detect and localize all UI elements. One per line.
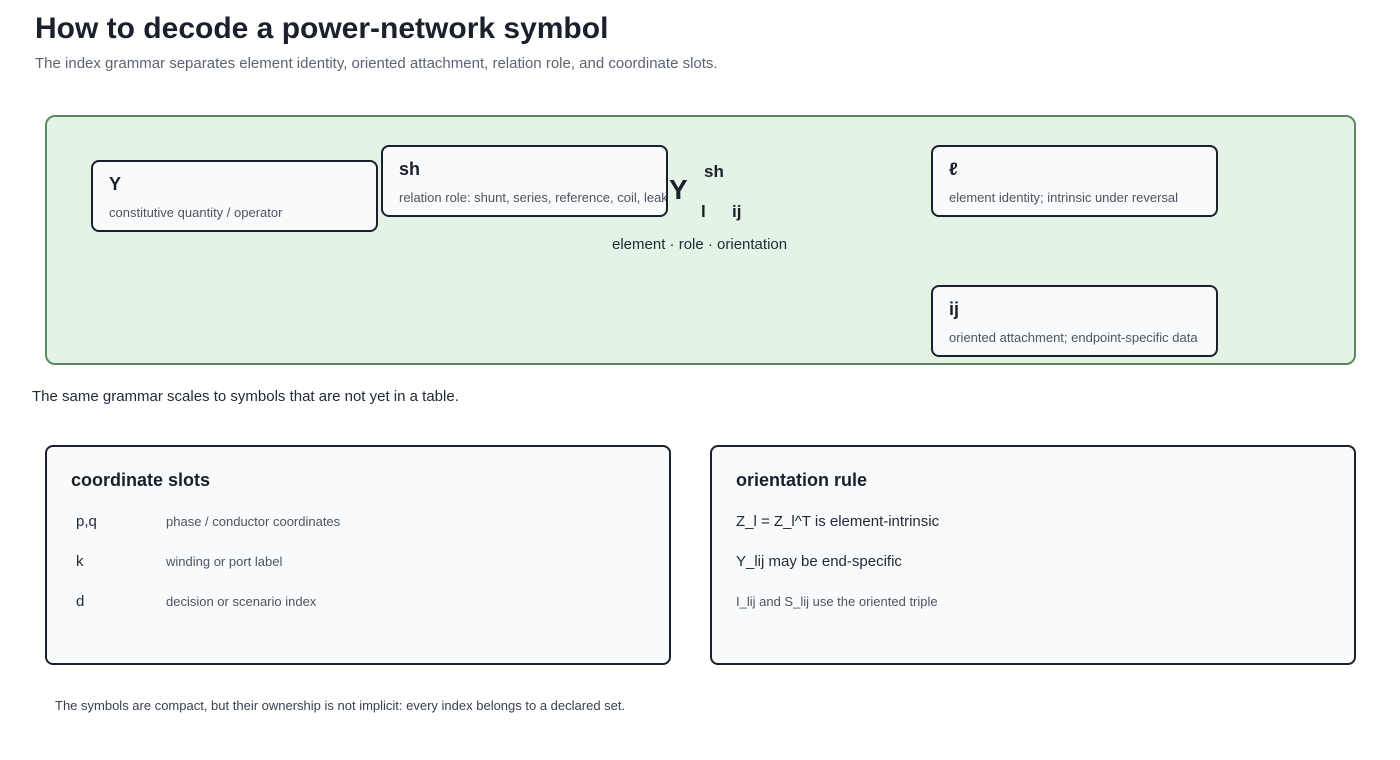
orientation-card-title: ij (949, 299, 960, 319)
orientation-rule-line: Y_lij may be end-specific (736, 553, 902, 570)
quantity-card: Y constitutive quantity / operator (91, 160, 378, 232)
page-subtitle: The index grammar separates element iden… (35, 55, 718, 72)
orientation-rule-title: orientation rule (736, 470, 868, 490)
symbol-caption: element · role · orientation (612, 236, 788, 253)
symbol-subscript-orientation: ij (732, 202, 742, 221)
orientation-card-desc: oriented attachment; endpoint-specific d… (949, 330, 1198, 345)
coordinate-slots-title: coordinate slots (71, 470, 211, 490)
element-card: ℓ element identity; intrinsic under reve… (931, 145, 1218, 217)
quantity-card-title: Y (109, 174, 122, 194)
role-card: sh relation role: shunt, series, referen… (381, 145, 668, 217)
slot-desc: decision or scenario index (166, 594, 317, 609)
symbol-anatomy-panel: Y constitutive quantity / operator sh re… (45, 115, 1356, 365)
footer-note: The symbols are compact, but their owner… (55, 698, 626, 713)
slot-key: d (76, 593, 85, 610)
quantity-card-desc: constitutive quantity / operator (109, 205, 283, 220)
orientation-card: ij oriented attachment; endpoint-specifi… (931, 285, 1218, 357)
orientation-rule-panel: orientation rule Z_l = Z_l^T is element-… (710, 445, 1356, 665)
coordinate-slots-panel: coordinate slots p,q phase / conductor c… (45, 445, 671, 665)
symbol-superscript: sh (704, 162, 724, 181)
orientation-rule-line: I_lij and S_lij use the oriented triple (736, 594, 938, 609)
role-card-title: sh (399, 159, 421, 179)
slot-key: p,q (76, 513, 97, 530)
symbol-main-letter: Y (669, 174, 688, 205)
element-card-title: ℓ (949, 159, 958, 179)
role-card-desc: relation role: shunt, series, reference,… (399, 190, 668, 205)
symbol-subscript-element: l (701, 202, 706, 221)
element-card-desc: element identity; intrinsic under revers… (949, 190, 1179, 205)
grammar-note: The same grammar scales to symbols that … (32, 388, 459, 405)
page-title: How to decode a power-network symbol (35, 12, 609, 45)
slot-desc: winding or port label (166, 554, 283, 569)
orientation-rule-line: Z_l = Z_l^T is element-intrinsic (736, 513, 940, 530)
slot-key: k (76, 553, 84, 570)
slot-desc: phase / conductor coordinates (166, 514, 341, 529)
